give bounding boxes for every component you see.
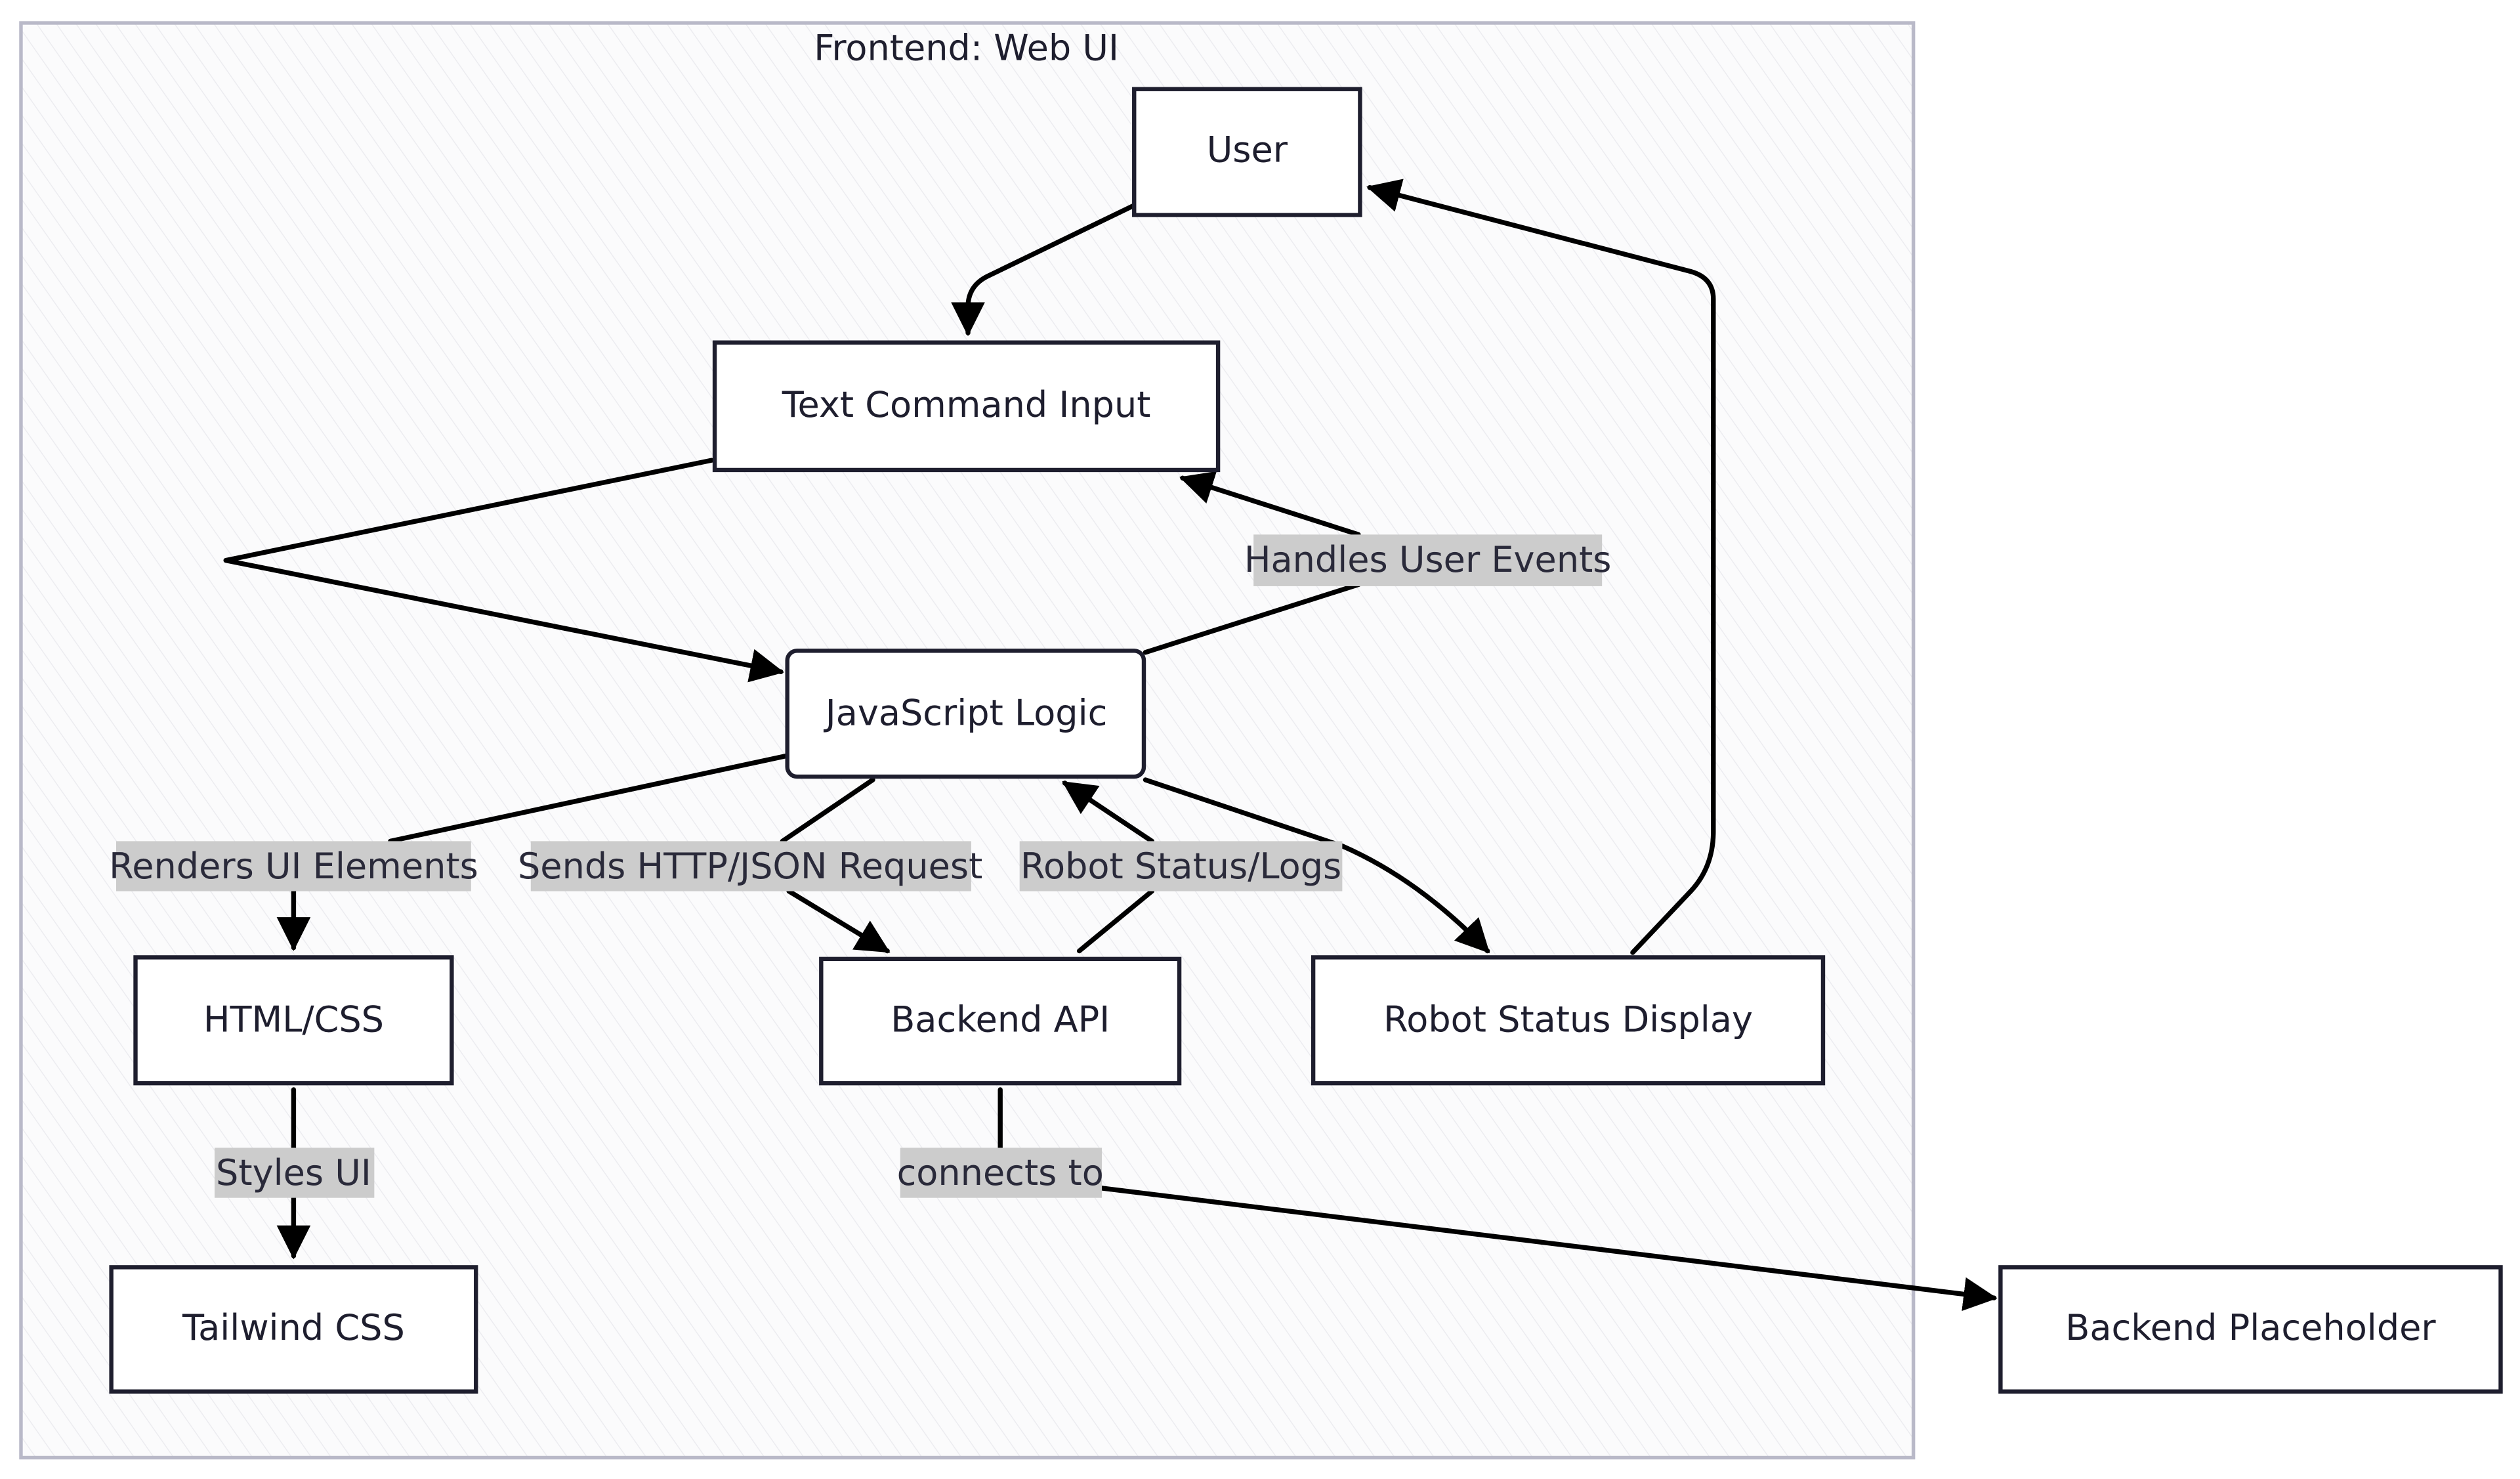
edge-status-display-to-user[interactable] xyxy=(1366,179,1716,955)
group-title: Frontend: Web UI xyxy=(814,28,1119,69)
node-user-label: User xyxy=(1207,129,1288,170)
node-text-command-input-label: Text Command Input xyxy=(782,384,1151,425)
edge-labels: Handles User Events Renders UI Elements … xyxy=(109,534,1612,1198)
node-javascript-logic[interactable]: JavaScript Logic xyxy=(785,649,1146,779)
node-tailwind-css[interactable]: Tailwind CSS xyxy=(109,1265,478,1394)
label-robot-status-logs-text: Robot Status/Logs xyxy=(1020,846,1341,887)
node-robot-status-display[interactable]: Robot Status Display xyxy=(1311,955,1826,1086)
label-handles-user-events-text: Handles User Events xyxy=(1244,539,1612,580)
node-backend-api-label: Backend API xyxy=(891,998,1110,1040)
node-html-css[interactable]: HTML/CSS xyxy=(133,955,454,1086)
edge-handles-user-events[interactable] xyxy=(1143,478,1361,655)
edge-connects-to[interactable] xyxy=(998,1087,1994,1298)
edge-renders-ui-elements[interactable] xyxy=(293,753,790,948)
node-user[interactable]: User xyxy=(1132,87,1362,217)
node-backend-placeholder[interactable]: Backend Placeholder xyxy=(1998,1265,2503,1394)
node-backend-api[interactable]: Backend API xyxy=(819,956,1182,1086)
label-sends-http-json-request-text: Sends HTTP/JSON Request xyxy=(518,846,982,887)
edge-js-to-status-display[interactable] xyxy=(1143,777,1490,954)
edge-sends-http-json-request[interactable] xyxy=(780,777,887,951)
label-robot-status-logs: Robot Status/Logs xyxy=(1019,841,1343,891)
label-renders-ui-elements: Renders UI Elements xyxy=(109,841,478,891)
node-backend-placeholder-label: Backend Placeholder xyxy=(2065,1307,2436,1348)
label-connects-to: connects to xyxy=(897,1147,1104,1198)
node-tailwind-css-label: Tailwind CSS xyxy=(182,1307,405,1348)
node-html-css-label: HTML/CSS xyxy=(203,998,384,1040)
edge-text-input-to-js-logic[interactable] xyxy=(223,458,784,683)
nodes: User Text Command Input JavaScript Logic… xyxy=(109,87,2503,1394)
edge-robot-status-logs[interactable] xyxy=(1065,783,1154,954)
edge-user-to-text-input[interactable] xyxy=(951,203,1137,337)
label-connects-to-text: connects to xyxy=(897,1152,1104,1193)
label-styles-ui-text: Styles UI xyxy=(216,1152,371,1193)
edges xyxy=(223,179,1994,1298)
label-sends-http-json-request: Sends HTTP/JSON Request xyxy=(518,841,982,891)
node-javascript-logic-label: JavaScript Logic xyxy=(824,692,1108,733)
label-renders-ui-elements-text: Renders UI Elements xyxy=(109,846,478,887)
label-styles-ui: Styles UI xyxy=(214,1147,375,1198)
label-handles-user-events: Handles User Events xyxy=(1244,534,1612,586)
node-robot-status-display-label: Robot Status Display xyxy=(1383,998,1753,1040)
node-text-command-input[interactable]: Text Command Input xyxy=(712,340,1221,473)
